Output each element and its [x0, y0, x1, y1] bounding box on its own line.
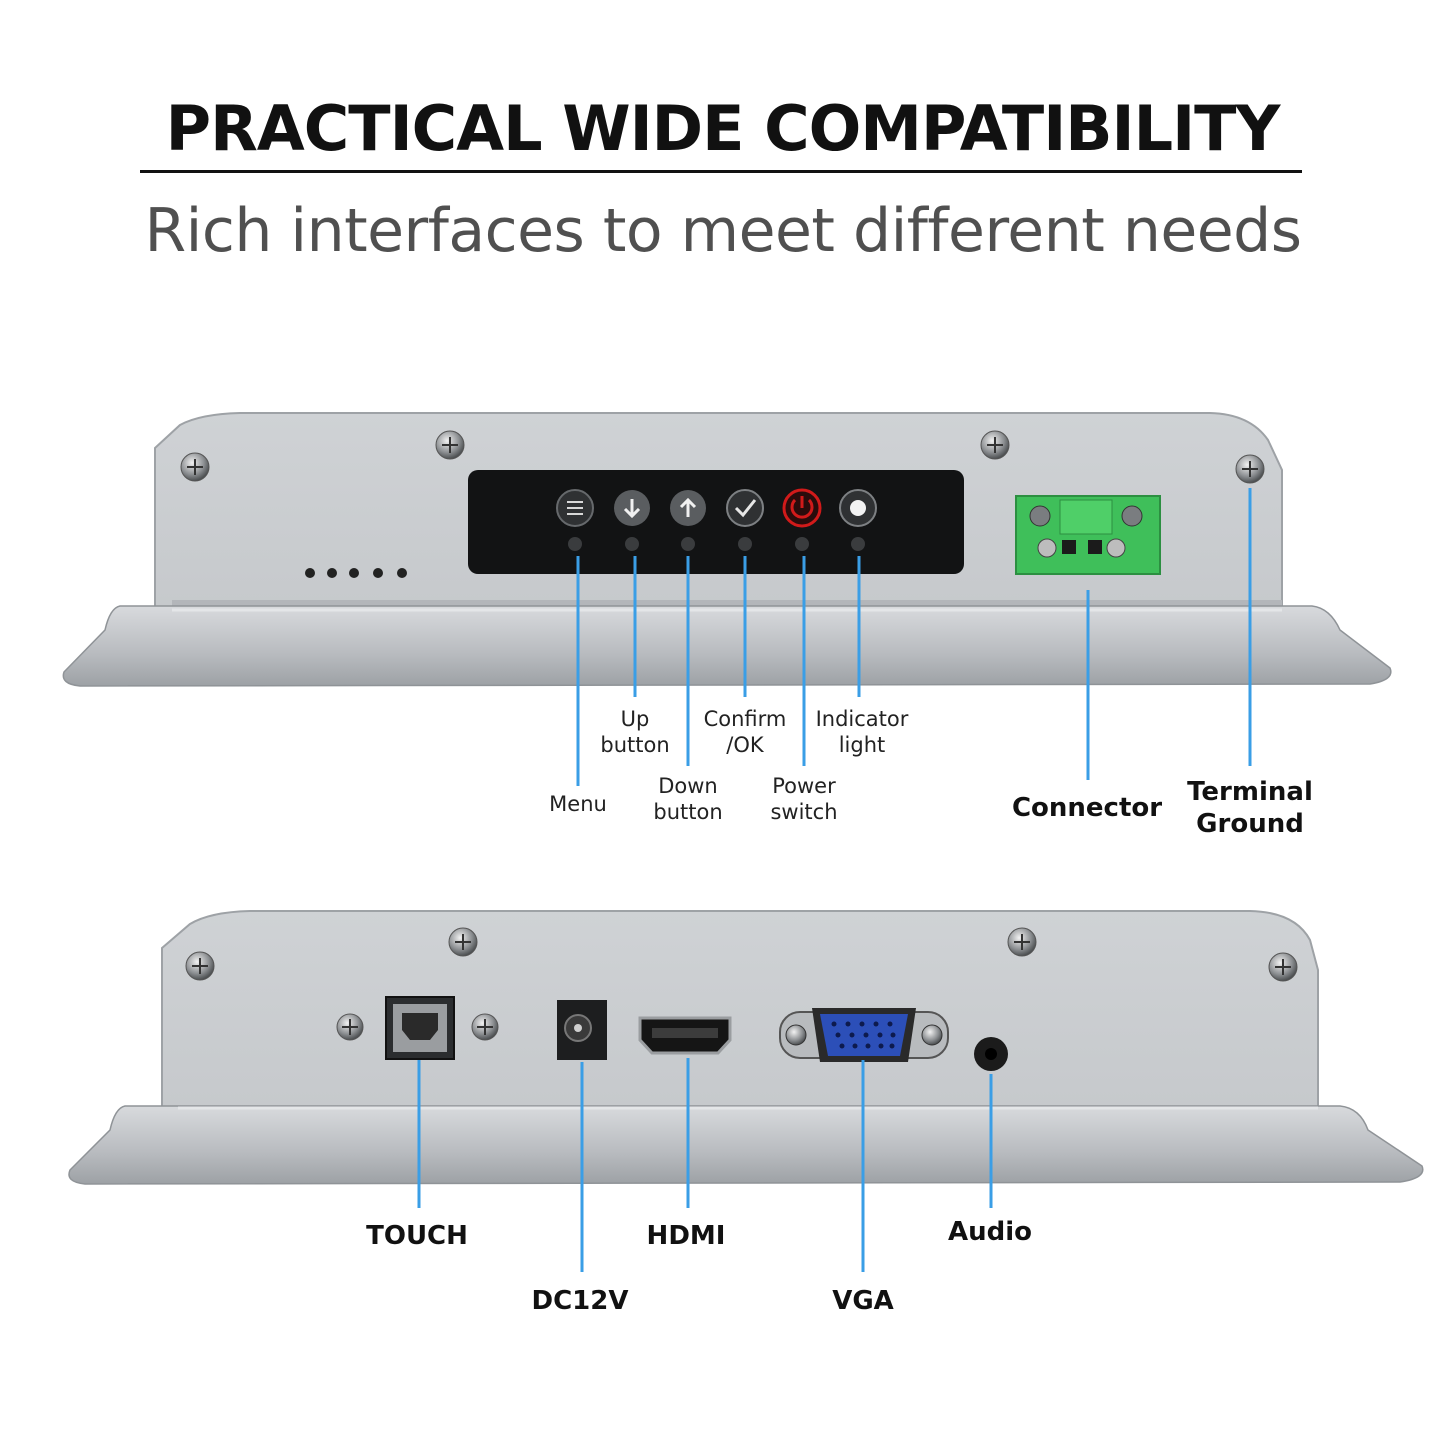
hdmi-port	[638, 1016, 732, 1055]
leader-lines-top	[576, 488, 1252, 786]
leader-lines-bottom	[417, 1058, 993, 1272]
title-underline	[140, 170, 1302, 173]
label-touch: TOUCH	[366, 1221, 468, 1251]
vent-holes	[305, 568, 407, 578]
label-hdmi: HDMI	[646, 1221, 726, 1251]
menu-icon	[567, 501, 583, 515]
label-menu: Menu	[549, 792, 607, 816]
label-audio: Audio	[947, 1217, 1033, 1247]
audio-jack-port	[974, 1037, 1008, 1071]
label-confirm-ok: Confirm /OK	[703, 707, 787, 757]
dc-jack-port	[557, 1000, 607, 1060]
power-icon	[790, 496, 814, 519]
screw-icon	[180, 430, 1265, 484]
control-button-strip	[468, 470, 964, 574]
usb-b-port	[385, 996, 455, 1060]
screw-icon	[185, 927, 1298, 1041]
arrow-down-icon	[623, 499, 641, 519]
check-icon	[734, 499, 757, 518]
label-terminal-ground: Terminal Ground	[1187, 777, 1313, 839]
indicator-dot-icon	[850, 500, 866, 516]
label-up-button: Up button	[600, 707, 670, 757]
bottom-panel-housing	[68, 910, 1424, 1185]
label-dc12v: DC12V	[531, 1286, 629, 1316]
label-power-switch: Power switch	[770, 774, 838, 824]
label-indicator-light: Indicator light	[815, 707, 909, 757]
page-subtitle: Rich interfaces to meet different needs	[144, 196, 1302, 266]
page-title: PRACTICAL WIDE COMPATIBILITY	[165, 92, 1281, 165]
terminal-block-connector	[1015, 495, 1161, 575]
label-down-button: Down button	[653, 774, 723, 824]
label-connector: Connector	[1011, 793, 1163, 823]
arrow-up-icon	[679, 497, 697, 517]
label-vga: VGA	[832, 1286, 894, 1316]
vga-port	[779, 1008, 949, 1062]
